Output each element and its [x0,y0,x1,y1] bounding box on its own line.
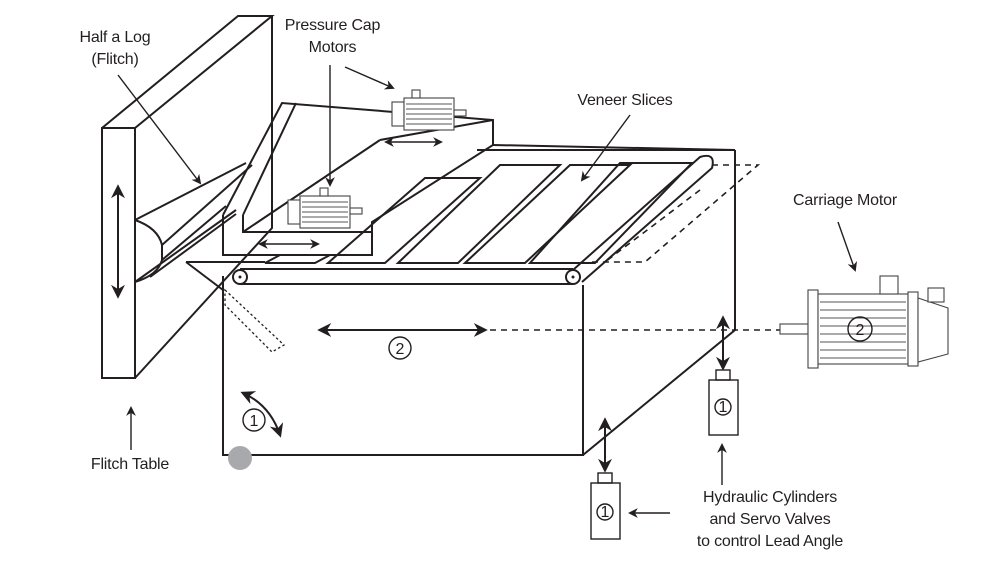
carriage-travel-ghost [224,164,761,353]
hydraulic-label: Hydraulic Cylinders and Servo Valves to … [670,487,870,553]
carriage-motor-marker: 2 [856,322,865,339]
carriage-motion-arrow [317,323,780,360]
lead-angle-marker: 1 [250,413,259,430]
hydraulic-label-line3: to control Lead Angle [696,533,844,550]
pressure-cap [222,101,494,256]
pivot-point [228,446,252,470]
hydraulic-cylinder-front [590,417,621,540]
pressure-cap-label: Pressure Cap Motors [270,15,395,59]
callout-arrows [117,65,858,518]
hydraulic-cylinder-rear [708,315,739,436]
conveyor-belt [232,154,714,285]
carriage-motor [779,275,949,369]
veneer-slices-label: Veneer Slices [577,92,673,109]
flitch-label-line1: Half a Log [79,29,151,46]
flitch-table-label: Flitch Table [90,456,170,473]
lead-angle-arrow [240,391,284,438]
pressure-cap-label-line1: Pressure Cap [284,17,381,34]
flitch-label: Half a Log (Flitch) [55,27,175,71]
veneer-slices [264,162,695,264]
carriage-motion-marker: 2 [396,341,405,358]
carriage-box [185,144,736,456]
pressure-cap-arrows [258,137,443,249]
pressure-cap-motor-rear [391,89,467,131]
carriage-motor-label: Carriage Motor [793,192,897,209]
hydraulic-label-line2: and Servo Valves [709,511,831,528]
flitch-log [134,162,253,283]
pressure-cap-motor-front [287,187,363,229]
pressure-cap-label-line2: Motors [308,39,357,56]
flitch-label-line2: (Flitch) [91,51,139,68]
flitch-table-slab [101,15,275,379]
hydraulic-label-line1: Hydraulic Cylinders [702,489,838,506]
cylinder-rear-marker: 1 [719,399,728,416]
cylinder-front-marker: 1 [601,504,610,521]
